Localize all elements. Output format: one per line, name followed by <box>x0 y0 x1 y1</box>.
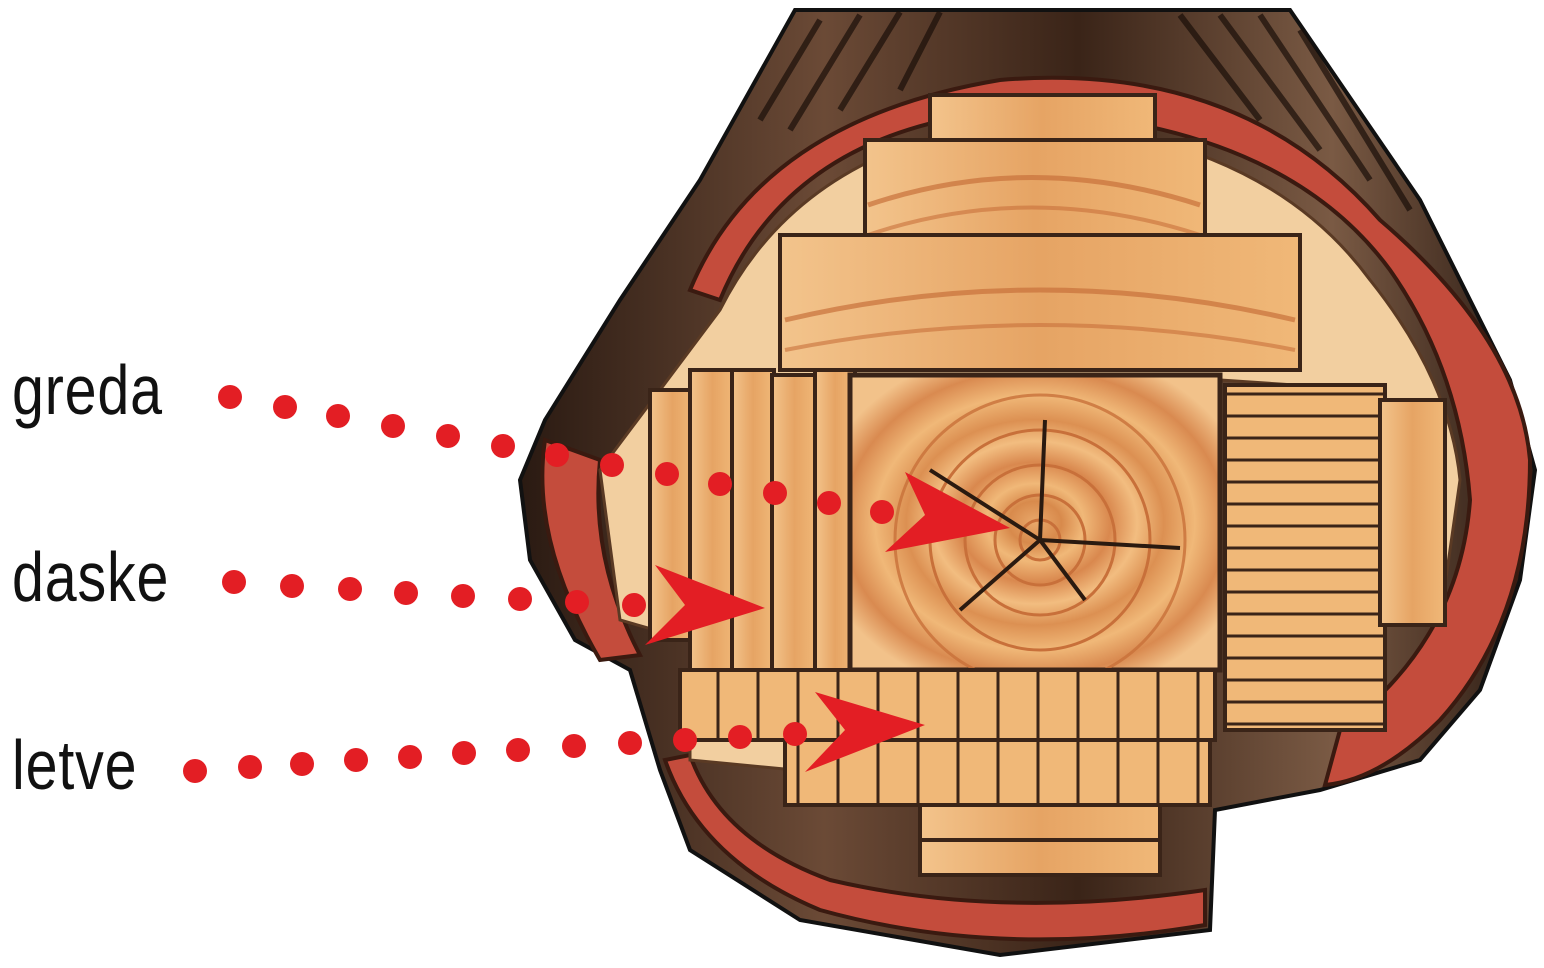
label-greda: greda <box>12 355 163 425</box>
wide-plank <box>780 235 1300 370</box>
label-daske: daske <box>12 542 169 612</box>
left-boards <box>650 370 855 690</box>
label-letve: letve <box>12 730 137 800</box>
central-beam <box>850 375 1220 685</box>
